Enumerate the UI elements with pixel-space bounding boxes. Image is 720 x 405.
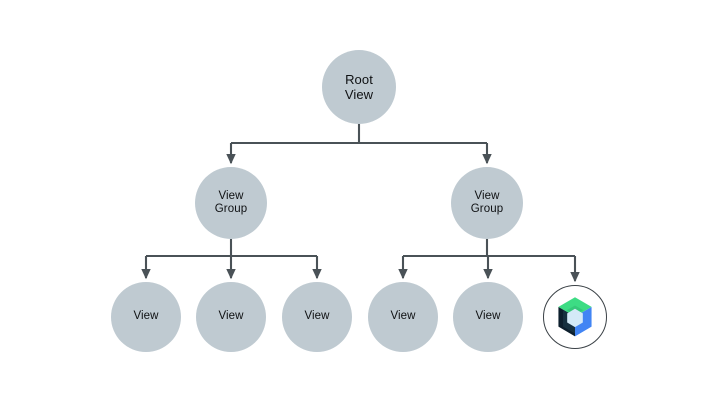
node-view-leaf-4[interactable]: View	[368, 282, 438, 352]
node-compose[interactable]	[543, 285, 607, 349]
compose-center-hex	[567, 308, 583, 328]
node-root-view-label: Root View	[344, 71, 374, 102]
node-view-leaf-3[interactable]: View	[282, 282, 352, 352]
node-view-group-right[interactable]: View Group	[451, 167, 523, 239]
node-view-leaf-2-label: View	[218, 310, 244, 323]
node-view-leaf-4-label: View	[390, 310, 416, 323]
node-view-leaf-1[interactable]: View	[111, 282, 181, 352]
node-view-leaf-3-label: View	[304, 310, 330, 323]
node-view-leaf-2[interactable]: View	[196, 282, 266, 352]
node-view-leaf-1-label: View	[133, 310, 159, 323]
jetpack-compose-icon	[552, 294, 598, 340]
node-view-group-right-label: View Group	[470, 189, 504, 215]
node-view-group-left-label: View Group	[214, 189, 248, 215]
node-view-group-left[interactable]: View Group	[195, 167, 267, 239]
node-view-leaf-5-label: View	[475, 310, 501, 323]
node-root-view[interactable]: Root View	[322, 50, 396, 124]
node-view-leaf-5[interactable]: View	[453, 282, 523, 352]
